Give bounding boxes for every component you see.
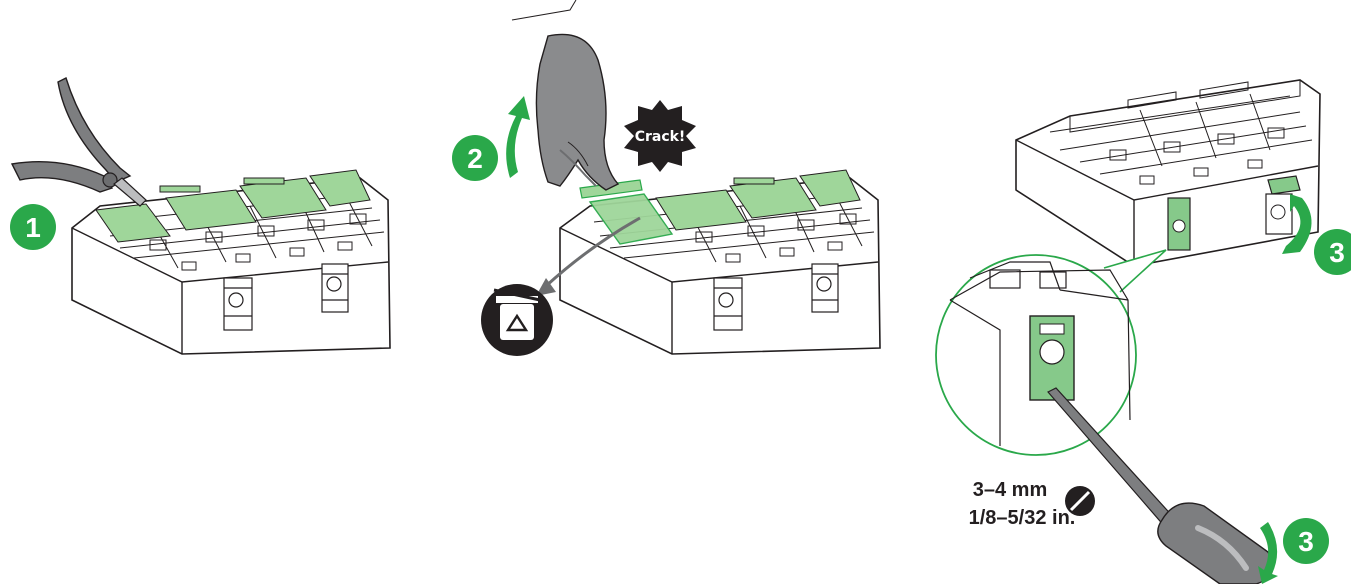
pliers-icon: [12, 78, 146, 206]
recycle-bin-icon: [481, 284, 553, 356]
side-clip-left: [224, 278, 252, 330]
side-clip-right: [322, 264, 348, 312]
terminal-block-1: [72, 170, 390, 354]
step-number-3-top: 3: [1329, 237, 1345, 268]
side-clip-left-2: [714, 278, 742, 330]
size-imperial: 1/8–5/32 in.: [969, 507, 1076, 529]
panel-step-1: 1: [10, 78, 390, 354]
crack-burst: Crack!: [624, 100, 696, 172]
step-badge-1: 1: [10, 204, 56, 250]
step-badge-2: 2: [452, 135, 498, 181]
step-badge-3-top: 3: [1314, 229, 1351, 275]
panel-step-3: 3 3–4 mm 1/8–5: [936, 80, 1351, 584]
rotate-arrow-icon: [506, 96, 530, 178]
flat-blade-icon: [1065, 486, 1095, 516]
terminal-block-2: [560, 170, 880, 354]
step-number-3-bottom: 3: [1298, 526, 1314, 557]
screwdriver: [1048, 388, 1273, 584]
panel-step-2: Crack! 2: [452, 0, 880, 356]
green-clip-left: [1168, 198, 1190, 250]
size-metric: 3–4 mm: [973, 479, 1048, 501]
step-number-2: 2: [467, 143, 483, 174]
step-number-1: 1: [25, 212, 41, 243]
gloved-hand: [512, 0, 618, 190]
crack-label: Crack!: [635, 129, 686, 145]
green-clip-zoomed: [1030, 316, 1074, 400]
terminal-block-3: [1016, 80, 1320, 266]
step-badge-3-bottom: 3: [1283, 518, 1329, 564]
detail-magnifier: [936, 250, 1166, 455]
side-clip-right-2: [812, 264, 838, 312]
